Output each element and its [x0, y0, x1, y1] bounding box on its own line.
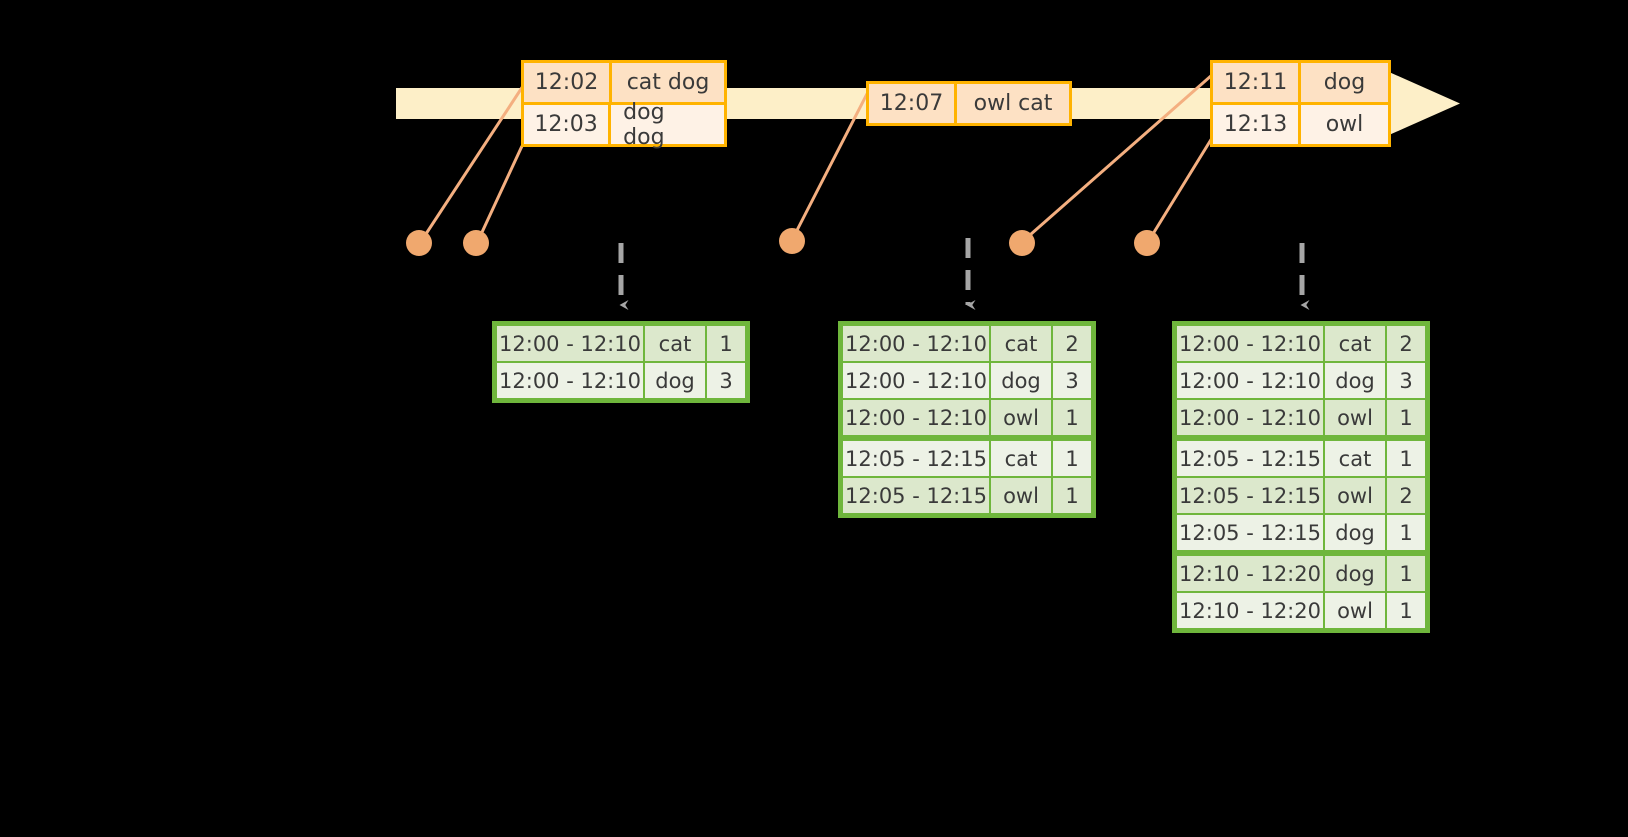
word-cell: dog [991, 363, 1051, 398]
count-cell: 1 [1053, 400, 1091, 435]
word-cell: dog [645, 363, 705, 398]
event-dot-3 [779, 228, 805, 254]
window-cell: 12:00 - 12:10 [843, 326, 989, 361]
count-cell: 3 [1387, 363, 1425, 398]
window-cell: 12:10 - 12:20 [1177, 593, 1323, 628]
event-row[interactable]: 12:11 dog [1213, 63, 1388, 102]
word-cell: dog [1325, 515, 1385, 550]
event-time: 12:07 [869, 84, 957, 123]
word-cell: cat [991, 326, 1051, 361]
window-cell: 12:05 - 12:15 [843, 441, 989, 476]
event-row[interactable]: 12:07 owl cat [869, 84, 1069, 123]
window-cell: 12:00 - 12:10 [1177, 363, 1323, 398]
event-time: 12:02 [524, 63, 612, 102]
count-cell: 1 [707, 326, 745, 361]
event-dot-1 [406, 230, 432, 256]
window-cell: 12:00 - 12:10 [843, 363, 989, 398]
word-cell: owl [1325, 400, 1385, 435]
event-group-3[interactable]: 12:11 dog 12:13 owl [1210, 60, 1391, 147]
word-cell: owl [991, 478, 1051, 513]
count-cell: 2 [1387, 478, 1425, 513]
word-cell: cat [991, 441, 1051, 476]
window-group-separator [1176, 436, 1426, 440]
count-cell: 1 [1387, 556, 1425, 591]
count-cell: 1 [1053, 478, 1091, 513]
event-words: owl cat [957, 84, 1069, 123]
window-cell: 12:05 - 12:15 [1177, 515, 1323, 550]
window-cell: 12:05 - 12:15 [843, 478, 989, 513]
count-cell: 1 [1053, 441, 1091, 476]
window-cell: 12:00 - 12:10 [497, 326, 643, 361]
event-dot-2 [463, 230, 489, 256]
event-time: 12:03 [524, 105, 612, 144]
window-cell: 12:00 - 12:10 [1177, 400, 1323, 435]
event-dot-5 [1134, 230, 1160, 256]
window-cell: 12:00 - 12:10 [497, 363, 643, 398]
window-cell: 12:05 - 12:15 [1177, 441, 1323, 476]
count-cell: 1 [1387, 400, 1425, 435]
word-cell: dog [1325, 363, 1385, 398]
word-cell: owl [1325, 593, 1385, 628]
event-time: 12:13 [1213, 105, 1301, 144]
count-cell: 3 [707, 363, 745, 398]
word-cell: cat [1325, 441, 1385, 476]
count-cell: 3 [1053, 363, 1091, 398]
event-row[interactable]: 12:13 owl [1213, 102, 1388, 144]
event-row[interactable]: 12:03 dog dog [524, 100, 724, 150]
event-words: dog dog [611, 100, 724, 150]
word-cell: cat [645, 326, 705, 361]
window-cell: 12:00 - 12:10 [843, 400, 989, 435]
count-cell: 1 [1387, 441, 1425, 476]
event-group-1[interactable]: 12:02 cat dog 12:03 dog dog [521, 60, 727, 150]
count-cell: 2 [1053, 326, 1091, 361]
event-dot-4 [1009, 230, 1035, 256]
window-group-separator [1176, 551, 1426, 555]
count-cell: 1 [1387, 515, 1425, 550]
window-group-separator [842, 436, 1092, 440]
event-dots [406, 228, 1160, 256]
count-cell: 1 [1387, 593, 1425, 628]
window-cell: 12:05 - 12:15 [1177, 478, 1323, 513]
word-cell: owl [991, 400, 1051, 435]
word-cell: owl [1325, 478, 1385, 513]
event-row[interactable]: 12:02 cat dog [524, 63, 724, 102]
window-cell: 12:00 - 12:10 [1177, 326, 1323, 361]
event-words: cat dog [612, 63, 724, 102]
word-cell: cat [1325, 326, 1385, 361]
count-cell: 2 [1387, 326, 1425, 361]
event-words: owl [1301, 105, 1388, 144]
event-time: 12:11 [1213, 63, 1301, 102]
dashed-arrows [618, 238, 1310, 310]
word-cell: dog [1325, 556, 1385, 591]
event-words: dog [1301, 63, 1388, 102]
event-group-2[interactable]: 12:07 owl cat [866, 81, 1072, 126]
window-cell: 12:10 - 12:20 [1177, 556, 1323, 591]
